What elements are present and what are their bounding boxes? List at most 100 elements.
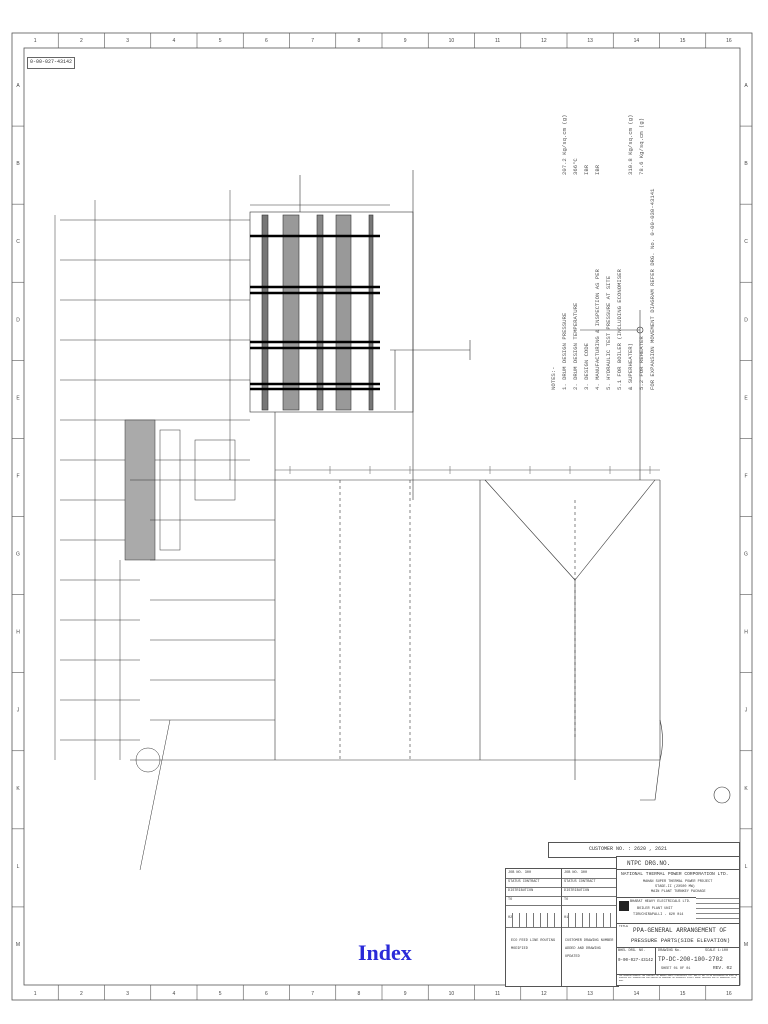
column-label: 14 bbox=[634, 38, 640, 44]
contractor: BHARAT HEAVY ELECTRICALS LTD. bbox=[630, 900, 691, 904]
row-label: B bbox=[16, 161, 20, 167]
row-label: J bbox=[17, 708, 20, 714]
revision-job-no: JOB NO. 300 bbox=[564, 871, 588, 875]
copyright-notice: THE DRAWING REMAINS THE PROPERTY OF BHAR… bbox=[619, 974, 737, 982]
row-label: E bbox=[16, 395, 20, 401]
column-label: 15 bbox=[680, 38, 686, 44]
revision-distribution: DISTRIBUTION bbox=[564, 889, 590, 893]
row-label: M bbox=[744, 942, 748, 948]
row-label: C bbox=[744, 239, 748, 245]
scale: SCALE 1:100 bbox=[705, 949, 729, 953]
bhel-logo bbox=[619, 901, 629, 911]
revision-number: 02 bbox=[508, 916, 513, 920]
note-label: & SUPERHEATER) bbox=[627, 343, 634, 390]
note-label: 1. DRUM DESIGN PRESSURE bbox=[561, 312, 568, 390]
reference-number: 0-00-027-43142 bbox=[30, 59, 73, 65]
revision-number: REV. 02 bbox=[713, 966, 732, 971]
dimension-ticks bbox=[275, 466, 660, 474]
revision-remark: ADDED AND DRAWING bbox=[565, 947, 601, 951]
project-line: MAIN PLANT TURNKEY PACKAGE bbox=[651, 890, 706, 894]
revision-distribution: DISTRIBUTION bbox=[508, 889, 534, 893]
row-label: H bbox=[16, 630, 20, 636]
company-name: NATIONAL THERMAL POWER CORPORATION LTD. bbox=[621, 872, 729, 877]
revision-number: 01 bbox=[564, 916, 569, 920]
column-label: 16 bbox=[726, 991, 732, 997]
signature-table bbox=[696, 897, 739, 923]
column-label: 9 bbox=[404, 991, 407, 997]
column-label: 12 bbox=[541, 38, 547, 44]
row-label: H bbox=[744, 630, 748, 636]
column-label: 8 bbox=[357, 38, 360, 44]
note-value: 207.2 Kg/sq.cm (g) bbox=[561, 114, 568, 175]
column-label: 7 bbox=[311, 991, 314, 997]
grid-labels: 1122334455667788991010111112121313141415… bbox=[12, 33, 752, 1000]
column-label: 6 bbox=[265, 38, 268, 44]
note-label: FOR EXPANSION MOVEMENT DIAGRAM REFER DRG… bbox=[649, 188, 656, 390]
column-label: 11 bbox=[495, 38, 500, 44]
column-label: 13 bbox=[587, 991, 593, 997]
ntpc-drg-no: NTPC DRG.NO. bbox=[627, 860, 671, 867]
bhel-drg-box: BHEL DRG. NO. 0-00-027-43142 bbox=[617, 947, 656, 974]
column-label: 6 bbox=[265, 991, 268, 997]
row-label: M bbox=[16, 942, 20, 948]
note-value: 366°C bbox=[572, 158, 579, 175]
customer-number: CUSTOMER NO. : 2620 , 2621 bbox=[589, 846, 668, 852]
column-label: 4 bbox=[172, 991, 175, 997]
header-piping bbox=[54, 190, 250, 871]
column-label: 1 bbox=[34, 38, 37, 44]
column-label: 7 bbox=[311, 38, 314, 44]
revision-status: STATUS CONTRACT bbox=[564, 880, 596, 884]
revision-job-no: JOB NO. 300 bbox=[508, 871, 532, 875]
note-value: IBR bbox=[594, 164, 601, 175]
row-label: D bbox=[16, 317, 20, 323]
row-label: A bbox=[744, 83, 748, 89]
sheet-number: SHEET 01 OF 01 bbox=[661, 967, 691, 971]
column-label: 14 bbox=[634, 991, 640, 997]
row-label: K bbox=[16, 786, 20, 792]
column-label: 5 bbox=[219, 991, 222, 997]
furnace-section bbox=[130, 310, 731, 804]
index-link[interactable]: Index bbox=[358, 940, 412, 965]
revision-remark: ECO FEED LINE ROUTING bbox=[511, 939, 556, 943]
note-item: & SUPERHEATER) 310.8 Kg/sq.cm (g) bbox=[625, 90, 636, 390]
row-label: G bbox=[744, 552, 748, 558]
column-label: 9 bbox=[404, 38, 407, 44]
note-label: 5.1 FOR BOILER (INCLUDING ECONOMISER bbox=[616, 269, 623, 390]
column-label: 5 bbox=[219, 38, 222, 44]
row-label: C bbox=[16, 239, 20, 245]
note-label: 2. DRUM DESIGN TEMPERATURE bbox=[572, 302, 579, 390]
title-block: NTPC DRG.NO. NATIONAL THERMAL POWER CORP… bbox=[616, 856, 740, 986]
note-label: 5.2 FOR REHEATER bbox=[638, 336, 645, 390]
note-label: 3. DESIGN CODE bbox=[583, 343, 590, 390]
revision-remark: MODIFIED bbox=[511, 947, 528, 951]
column-label: 11 bbox=[495, 991, 500, 997]
bhel-drg-number: 0-00-027-43142 bbox=[618, 959, 654, 963]
backpass-section bbox=[249, 170, 471, 500]
column-label: 16 bbox=[726, 38, 732, 44]
revision-status: STATUS CONTRACT bbox=[508, 880, 540, 884]
note-value: 310.8 Kg/sq.cm (g) bbox=[627, 114, 634, 175]
title-line: PRESSURE PARTS(SIDE ELEVATION) bbox=[631, 937, 731, 944]
column-label: 10 bbox=[449, 38, 455, 44]
column-label: 13 bbox=[587, 38, 593, 44]
column-label: 15 bbox=[680, 991, 686, 997]
row-label: A bbox=[16, 83, 20, 89]
title-line: PPA-GENERAL ARRANGEMENT OF bbox=[633, 927, 727, 934]
location: TIRUCHIRAPALLI - 620 014 bbox=[633, 913, 684, 917]
note-item: FOR EXPANSION MOVEMENT DIAGRAM REFER DRG… bbox=[647, 90, 658, 390]
row-label: L bbox=[17, 864, 20, 870]
revision-remark: CUSTOMER DRAWING NUMBER bbox=[565, 939, 614, 943]
column-label: 1 bbox=[34, 991, 37, 997]
row-label: G bbox=[16, 552, 20, 558]
row-label: F bbox=[16, 473, 19, 479]
note-item: 5. HYDRAULIC TEST PRESSURE AT SITE bbox=[603, 90, 614, 390]
drawing-no-label: DRAWING No. bbox=[658, 949, 682, 953]
revision-to: TO bbox=[508, 898, 513, 902]
revision-to: TO bbox=[564, 898, 569, 902]
